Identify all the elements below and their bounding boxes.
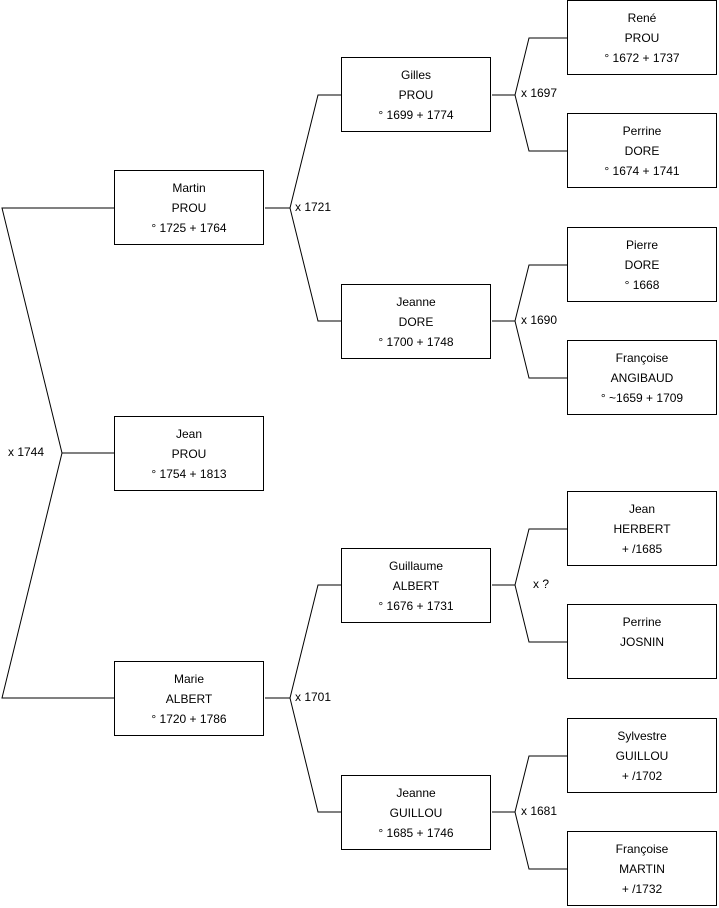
given-name: Martin (172, 181, 206, 195)
person-box-jean-herbert[interactable]: Jean HERBERT + /1685 (567, 491, 717, 566)
given-name: Pierre (625, 238, 658, 252)
person-box-rene-prou[interactable]: René PROU ° 1672 + 1737 (567, 0, 717, 75)
life-dates: ° 1754 + 1813 (151, 467, 227, 481)
surname: PROU (171, 201, 207, 215)
marriage-label-1697: x 1697 (521, 86, 558, 100)
person-box-perrine-josnin[interactable]: Perrine JOSNIN (567, 604, 717, 679)
connector-martin-to-gilles (265, 94, 341, 209)
life-dates: ° 1672 + 1737 (604, 51, 680, 65)
connector-to-father-martin (1, 207, 114, 454)
person-box-marie-albert[interactable]: Marie ALBERT ° 1720 + 1786 (114, 661, 264, 736)
life-dates: + /1702 (621, 769, 663, 783)
connector-guillaume-to-jean-herbert (492, 528, 567, 586)
surname: PROU (171, 447, 207, 461)
life-dates: + /1685 (621, 542, 663, 556)
person-box-guillaume-albert[interactable]: Guillaume ALBERT ° 1676 + 1731 (341, 548, 491, 623)
life-dates: ° 1725 + 1764 (151, 221, 227, 235)
life-dates: ° 1676 + 1731 (378, 599, 454, 613)
marriage-label-1681: x 1681 (521, 804, 558, 818)
surname: GUILLOU (389, 806, 443, 820)
marriage-label-1744: x 1744 (8, 445, 45, 459)
connector-jeanne-guillou-to-sylvestre (492, 755, 567, 813)
connector-martin-to-jeanne-dore (289, 207, 341, 322)
connector-guillaume-to-perrine-josnin (514, 584, 567, 643)
connector-jeanne-dore-to-francoise-angibaud (514, 320, 567, 379)
person-box-jeanne-guillou[interactable]: Jeanne GUILLOU ° 1685 + 1746 (341, 775, 491, 850)
given-name: Marie (173, 672, 204, 686)
marriage-label-unknown: x ? (533, 577, 550, 591)
given-name: Jeanne (396, 295, 436, 309)
life-dates: ° 1699 + 1774 (378, 108, 454, 122)
connector-gilles-to-rene (492, 37, 567, 96)
marriage-label-1721: x 1721 (295, 200, 332, 214)
person-box-jean-prou[interactable]: Jean PROU ° 1754 + 1813 (114, 416, 264, 491)
connector-jeanne-guillou-to-francoise-martin (514, 811, 567, 870)
given-name: Jeanne (396, 786, 436, 800)
given-name: Guillaume (388, 559, 444, 573)
given-name: Françoise (615, 842, 669, 856)
surname: DORE (624, 144, 660, 158)
given-name: Perrine (622, 124, 662, 138)
surname: ANGIBAUD (610, 371, 674, 385)
life-dates: ° 1668 (624, 278, 660, 292)
given-name: Jean (175, 427, 203, 441)
surname: JOSNIN (619, 635, 664, 649)
given-name: Jean (628, 502, 656, 516)
marriage-label-1690: x 1690 (521, 313, 558, 327)
person-box-francoise-angibaud[interactable]: Françoise ANGIBAUD ° ~1659 + 1709 (567, 340, 717, 415)
person-box-gilles-prou[interactable]: Gilles PROU ° 1699 + 1774 (341, 57, 491, 132)
life-dates: ° 1700 + 1748 (378, 335, 454, 349)
life-dates: + /1732 (621, 882, 663, 896)
connector-to-mother-marie (1, 452, 114, 699)
marriage-label-1701: x 1701 (295, 690, 332, 704)
connector-jeanne-dore-to-pierre (492, 264, 567, 322)
person-box-pierre-dore[interactable]: Pierre DORE ° 1668 (567, 227, 717, 302)
person-box-martin-prou[interactable]: Martin PROU ° 1725 + 1764 (114, 170, 264, 245)
surname: PROU (624, 31, 660, 45)
given-name: Sylvestre (617, 729, 667, 743)
connector-marie-to-guillaume (265, 584, 341, 699)
given-name: Françoise (615, 351, 669, 365)
person-box-perrine-dore[interactable]: Perrine DORE ° 1674 + 1741 (567, 113, 717, 188)
given-name: René (627, 11, 657, 25)
connector-gilles-to-perrine-dore (514, 94, 567, 152)
given-name: Perrine (622, 615, 662, 629)
life-dates: ° ~1659 + 1709 (600, 391, 684, 405)
surname: HERBERT (613, 522, 671, 536)
person-box-jeanne-dore[interactable]: Jeanne DORE ° 1700 + 1748 (341, 284, 491, 359)
surname: ALBERT (165, 692, 213, 706)
life-dates: ° 1685 + 1746 (378, 826, 454, 840)
life-dates: ° 1674 + 1741 (604, 164, 680, 178)
person-box-sylvestre-guillou[interactable]: Sylvestre GUILLOU + /1702 (567, 718, 717, 793)
given-name: Gilles (400, 68, 431, 82)
surname: DORE (624, 258, 660, 272)
life-dates: ° 1720 + 1786 (151, 712, 227, 726)
connector-marie-to-jeanne-guillou (289, 697, 341, 813)
surname: GUILLOU (615, 749, 669, 763)
surname: PROU (398, 88, 434, 102)
person-box-francoise-martin[interactable]: Françoise MARTIN + /1732 (567, 831, 717, 906)
surname: ALBERT (392, 579, 440, 593)
surname: MARTIN (619, 862, 665, 876)
surname: DORE (398, 315, 434, 329)
